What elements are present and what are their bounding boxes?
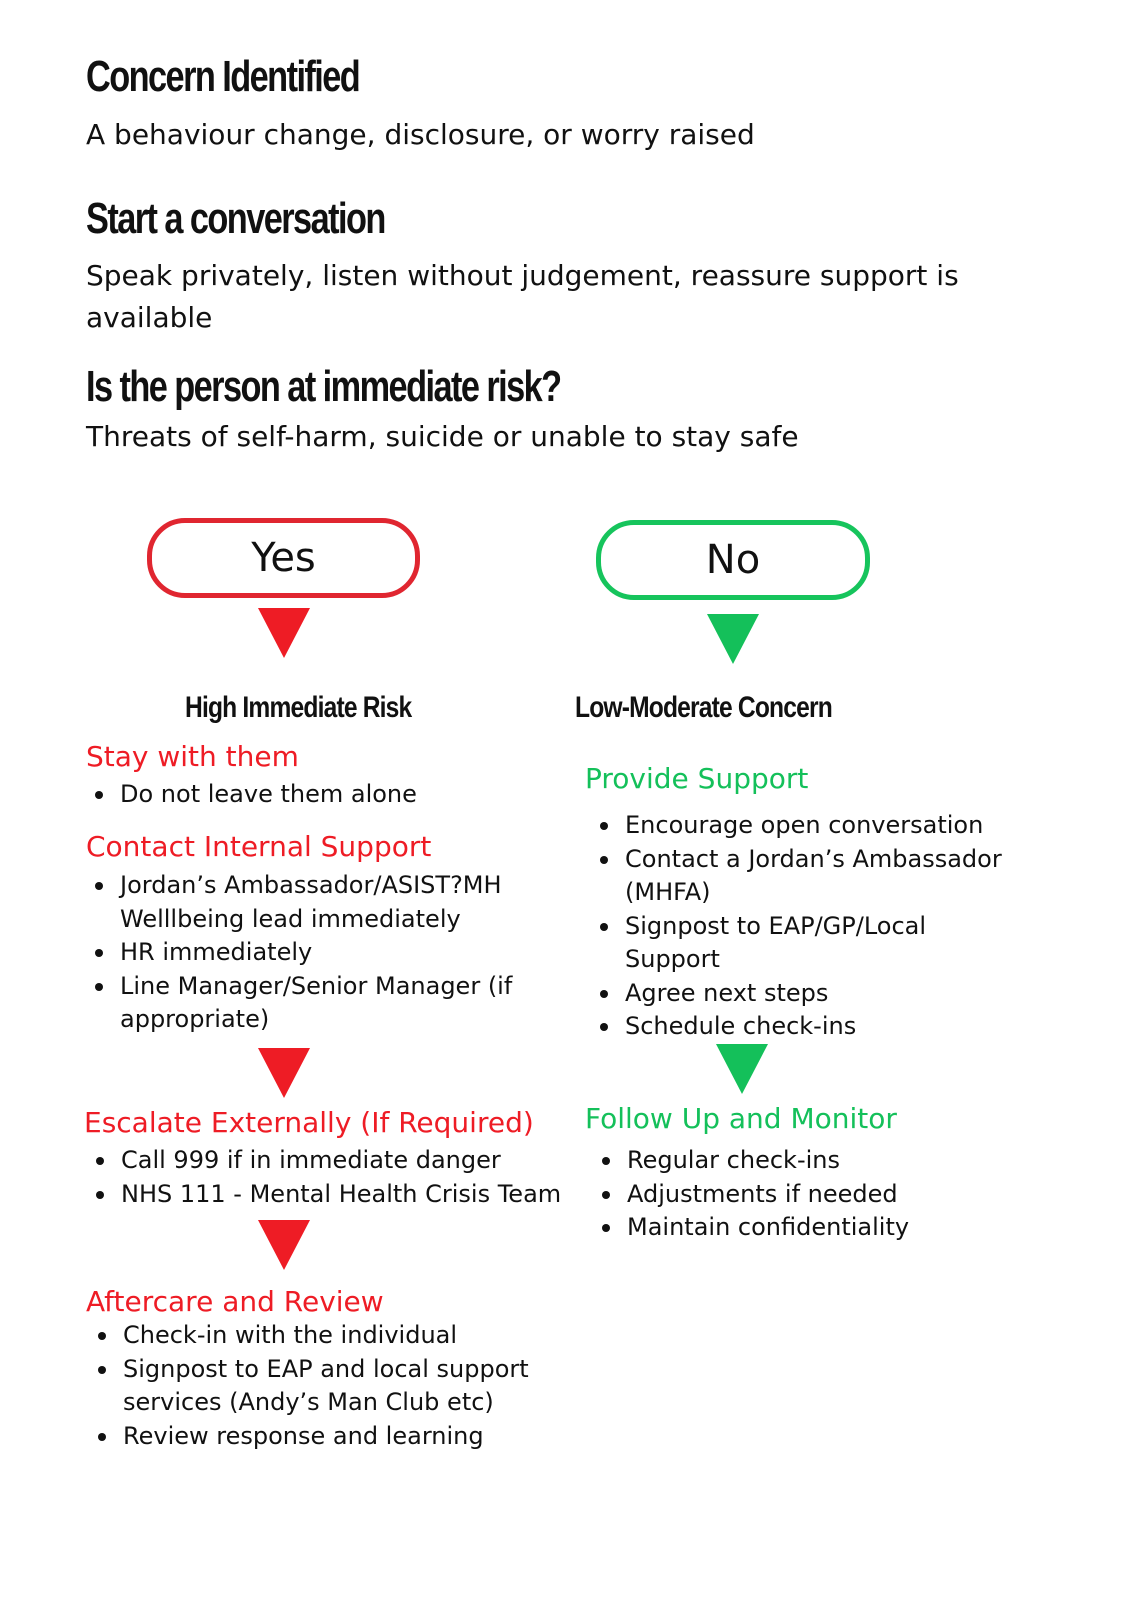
yes-decision-pill: Yes bbox=[147, 518, 420, 598]
down-arrow-icon bbox=[258, 1048, 310, 1098]
list-item: HR immediately bbox=[86, 936, 536, 970]
low-moderate-title: Low-Moderate Concern bbox=[575, 691, 833, 724]
list-item: Jordan’s Ambassador/ASIST?MH Welllbeing … bbox=[86, 869, 536, 936]
provide-support-list: Encourage open conversation Contact a Jo… bbox=[591, 809, 1011, 1044]
list-item: Do not leave them alone bbox=[86, 778, 556, 812]
list-item: Check-in with the individual bbox=[89, 1319, 539, 1353]
step-title-start-conversation: Start a conversation bbox=[86, 194, 386, 243]
list-item: Maintain confidentiality bbox=[593, 1211, 1013, 1245]
yes-label: Yes bbox=[251, 535, 316, 581]
list-item: Line Manager/Senior Manager (if appropri… bbox=[86, 970, 536, 1037]
list-item: Review response and learning bbox=[89, 1420, 539, 1454]
section-heading-escalate-externally: Escalate Externally (If Required) bbox=[84, 1106, 534, 1139]
contact-internal-support-list: Jordan’s Ambassador/ASIST?MH Welllbeing … bbox=[86, 869, 536, 1037]
section-heading-provide-support: Provide Support bbox=[585, 762, 809, 795]
stay-with-them-list: Do not leave them alone bbox=[86, 778, 556, 812]
aftercare-review-list: Check-in with the individual Signpost to… bbox=[89, 1319, 539, 1453]
list-item: Signpost to EAP/GP/Local Support bbox=[591, 910, 1011, 977]
high-risk-title: High Immediate Risk bbox=[185, 691, 412, 724]
no-decision-pill: No bbox=[596, 520, 870, 600]
section-heading-follow-up-monitor: Follow Up and Monitor bbox=[585, 1102, 897, 1135]
step-title-immediate-risk: Is the person at immediate risk? bbox=[86, 362, 562, 411]
step-text-immediate-risk: Threats of self-harm, suicide or unable … bbox=[86, 420, 799, 453]
list-item: Signpost to EAP and local support servic… bbox=[89, 1353, 539, 1420]
no-label: No bbox=[705, 537, 761, 583]
list-item: Contact a Jordan’s Ambassador (MHFA) bbox=[591, 843, 1011, 910]
down-arrow-icon bbox=[707, 614, 759, 664]
down-arrow-icon bbox=[258, 1220, 310, 1270]
section-heading-contact-internal-support: Contact Internal Support bbox=[86, 830, 432, 863]
follow-up-monitor-list: Regular check-ins Adjustments if needed … bbox=[593, 1144, 1013, 1245]
escalate-externally-list: Call 999 if in immediate danger NHS 111 … bbox=[87, 1144, 567, 1211]
list-item: NHS 111 - Mental Health Crisis Team bbox=[87, 1178, 567, 1212]
step-text-concern-identified: A behaviour change, disclosure, or worry… bbox=[86, 118, 755, 151]
list-item: Regular check-ins bbox=[593, 1144, 1013, 1178]
step-title-concern-identified: Concern Identified bbox=[86, 52, 361, 101]
section-heading-aftercare-review: Aftercare and Review bbox=[86, 1285, 384, 1318]
list-item: Encourage open conversation bbox=[591, 809, 1011, 843]
list-item: Schedule check-ins bbox=[591, 1010, 1011, 1044]
list-item: Call 999 if in immediate danger bbox=[87, 1144, 567, 1178]
down-arrow-icon bbox=[258, 608, 310, 658]
step-text-start-conversation: Speak privately, listen without judgemen… bbox=[86, 259, 959, 334]
down-arrow-icon bbox=[716, 1044, 768, 1094]
list-item: Adjustments if needed bbox=[593, 1178, 1013, 1212]
list-item: Agree next steps bbox=[591, 977, 1011, 1011]
section-heading-stay-with-them: Stay with them bbox=[86, 740, 299, 773]
